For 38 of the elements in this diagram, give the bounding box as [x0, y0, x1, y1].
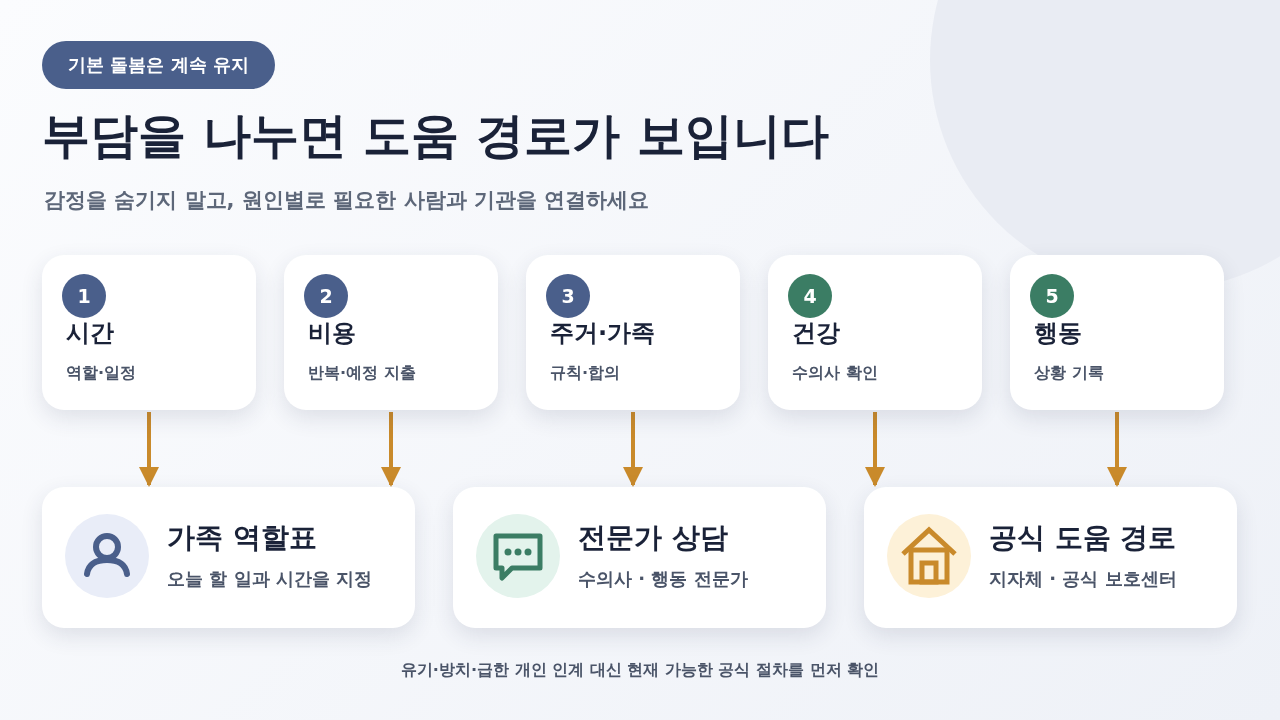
card-title: 공식 도움 경로 — [989, 520, 1177, 556]
category-card — [526, 255, 740, 410]
step-number: 4 — [788, 274, 832, 318]
arrow — [139, 412, 159, 487]
title: 부담을 나누면 도움 경로가 보입니다 — [42, 106, 829, 165]
card-description: 수의사 확인 — [792, 363, 878, 384]
category-card — [42, 255, 256, 410]
step-number: 5 — [1030, 274, 1074, 318]
card-title: 주거·가족 — [550, 318, 656, 349]
action-card — [864, 487, 1237, 628]
category-card — [768, 255, 982, 410]
arrow — [623, 412, 643, 487]
step-number: 3 — [546, 274, 590, 318]
card-description: 수의사 · 행동 전문가 — [578, 567, 748, 591]
arrow — [1107, 412, 1127, 487]
footnote: 유기·방치·급한 개인 인계 대신 현재 가능한 공식 절차를 먼저 확인 — [399, 660, 881, 681]
card-title: 가족 역할표 — [167, 520, 317, 556]
category-card — [284, 255, 498, 410]
card-description: 규칙·합의 — [550, 363, 621, 384]
card-title: 비용 — [308, 318, 356, 349]
arrow — [865, 412, 885, 487]
card-description: 반복·예정 지출 — [308, 363, 416, 384]
card-description: 지자체 · 공식 보호센터 — [989, 567, 1177, 591]
subtitle: 감정을 숨기지 말고, 원인별로 필요한 사람과 기관을 연결하세요 — [44, 187, 650, 214]
step-number: 1 — [62, 274, 106, 318]
action-card — [42, 487, 415, 628]
arrow — [381, 412, 401, 487]
card-title: 전문가 상담 — [578, 520, 728, 556]
card-description: 상황 기록 — [1034, 363, 1104, 384]
action-card — [453, 487, 826, 628]
card-title: 행동 — [1034, 318, 1082, 349]
card-title: 건강 — [792, 318, 840, 349]
card-title: 시간 — [66, 318, 114, 349]
tag-pill: 기본 돌봄은 계속 유지 — [42, 41, 275, 89]
category-card — [1010, 255, 1224, 410]
card-description: 오늘 할 일과 시간을 지정 — [167, 567, 373, 591]
step-number: 2 — [304, 274, 348, 318]
card-description: 역할·일정 — [66, 363, 137, 384]
